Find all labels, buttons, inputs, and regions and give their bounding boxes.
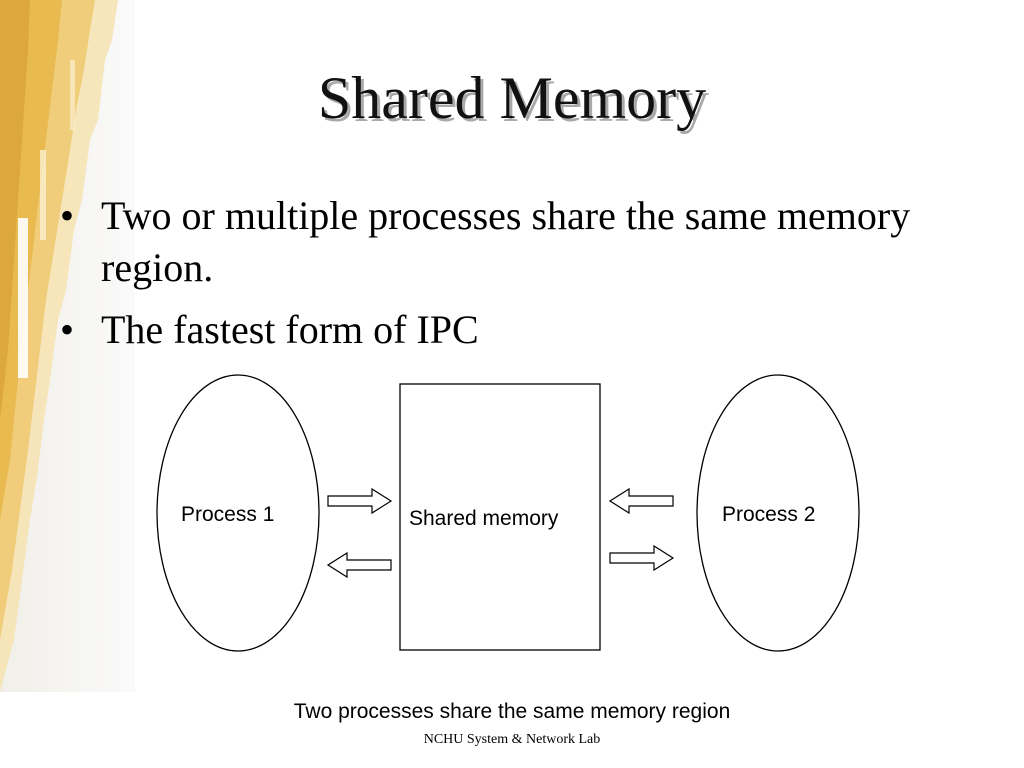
bullet-item: • The fastest form of IPC: [60, 304, 920, 356]
bullet-text: The fastest form of IPC: [101, 307, 479, 352]
decorative-side-stripe: [0, 0, 135, 692]
bullet-marker: •: [60, 307, 75, 352]
diagram-caption: Two processes share the same memory regi…: [293, 700, 731, 723]
arrow-left-icon: [608, 487, 674, 515]
bullet-marker: •: [60, 193, 75, 238]
arrow-right-icon: [609, 544, 675, 572]
shared-memory-block: [399, 383, 601, 651]
process-2-label: Process 2: [722, 503, 816, 526]
arrow-right-icon: [327, 487, 393, 515]
shared-memory-label: Shared memory: [409, 507, 559, 530]
bullet-list: • Two or multiple processes share the sa…: [60, 190, 920, 366]
slide-footer: NCHU System & Network Lab: [423, 732, 601, 747]
slide-title: Shared Memory: [317, 65, 707, 131]
bullet-item: • Two or multiple processes share the sa…: [60, 190, 920, 294]
process-2-ellipse: [696, 374, 860, 652]
process-1-ellipse: [156, 374, 320, 652]
arrow-left-icon: [326, 551, 392, 579]
process-1-label: Process 1: [181, 503, 275, 526]
bullet-text: Two or multiple processes share the same…: [101, 193, 911, 290]
